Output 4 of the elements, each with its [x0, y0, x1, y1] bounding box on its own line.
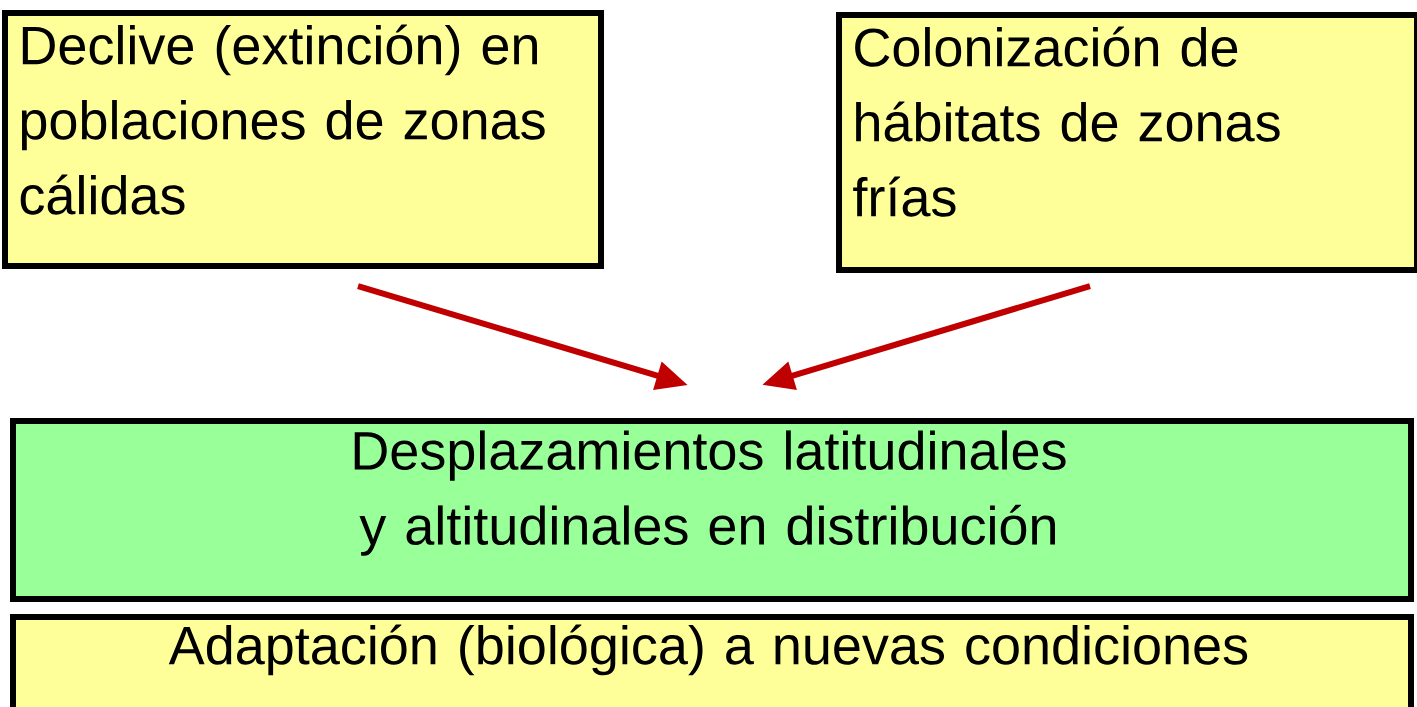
text-box: Colonización de hábitats de zonas frías [836, 12, 1417, 273]
text-box: Adaptación (biológica) a nuevas condiciones [10, 614, 1414, 707]
text-box: Desplazamientos latitudinales y altitudinales en distribución [10, 418, 1414, 602]
text-box: Declive (extinción) en poblaciones de zonas cálidas [2, 10, 604, 269]
